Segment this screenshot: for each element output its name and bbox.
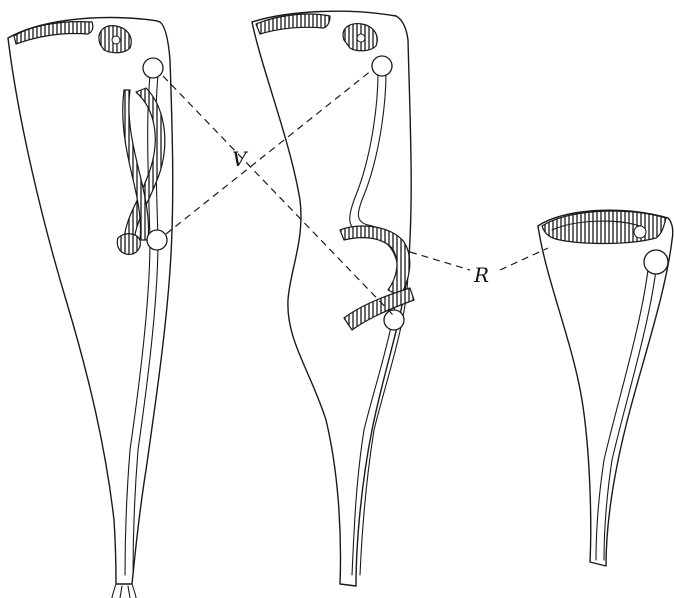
middle-organism: [252, 11, 414, 586]
v-leader-2: [166, 70, 372, 234]
middle-coil-center: [357, 34, 365, 42]
right-vacuole: [644, 250, 668, 274]
middle-peristome-band: [256, 14, 330, 34]
leader-lines: [163, 70, 548, 316]
v-leader-1: [163, 76, 394, 316]
left-vacuole-lower: [147, 230, 167, 250]
left-organism: [8, 18, 173, 598]
right-coil-center: [634, 226, 646, 238]
middle-vacuole-top: [372, 56, 392, 76]
right-canal-b: [604, 270, 656, 560]
left-coil-center: [112, 36, 120, 44]
middle-vacuole-lower: [384, 310, 404, 330]
label-r: R: [473, 263, 489, 287]
middle-bent-band: [340, 226, 410, 296]
right-canal-a: [596, 270, 648, 560]
r-leader-left: [410, 252, 470, 270]
right-organism: [538, 210, 673, 566]
label-v: V: [232, 147, 249, 171]
left-foot: [112, 584, 136, 598]
left-lower-coil: [117, 234, 140, 255]
left-peristome-band: [14, 22, 93, 44]
left-vacuole-top: [143, 58, 163, 78]
r-leader-right: [500, 248, 548, 270]
